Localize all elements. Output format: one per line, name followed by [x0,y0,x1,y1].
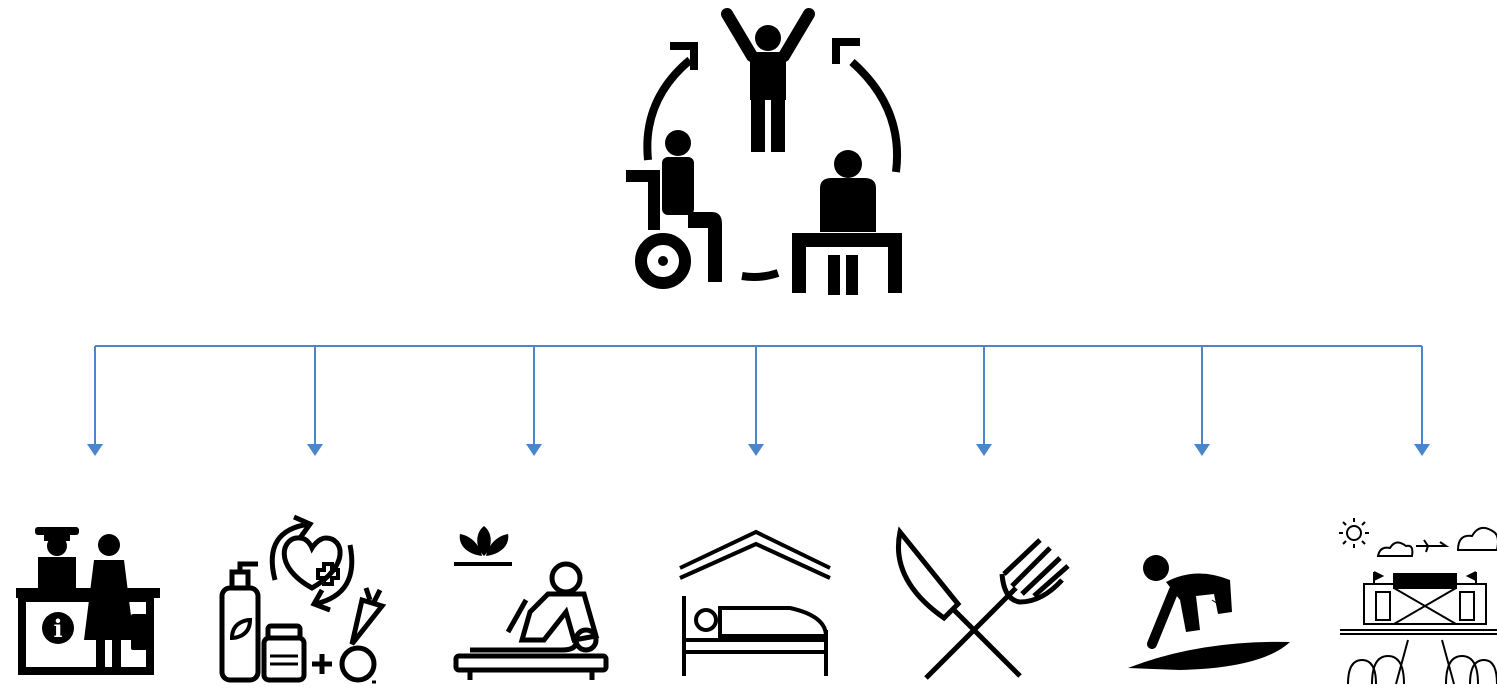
arrowhead-accommodation-bed [748,444,764,456]
connector-arrows [87,346,1430,456]
info-letter: i [53,614,62,643]
arrowhead-dining [976,444,992,456]
arrowhead-outdoor-festival-stage [1414,444,1430,456]
arrowhead-health-wellness [307,444,323,456]
information-desk-icon: i [16,527,160,674]
plane-icon [1416,540,1446,552]
standing-person-icon [727,14,809,152]
lotus-icon [454,526,512,566]
arrowhead-massage-therapy [526,444,542,456]
cloud-icon [1458,528,1497,550]
cloud-icon [1378,542,1412,556]
outdoor-festival-stage-icon [1339,518,1497,684]
inclusive-community-icon [626,14,902,295]
health-wellness-icon [222,517,382,682]
jar-icon [264,638,304,680]
arrowhead-surfing [1194,444,1210,456]
crowd-icon [1348,640,1497,684]
knife-icon [898,532,958,618]
accommodation-bed-icon [680,532,830,676]
officer-cap-icon [35,527,79,535]
seated-person-icon [792,150,902,295]
sleeper-head [696,610,716,630]
surfing-icon [1128,555,1290,670]
dining-icon [898,532,1068,678]
apple-icon [342,648,374,680]
surfer-head [1143,555,1169,581]
carrot-icon [352,600,382,644]
wheelchair-user-icon [626,130,722,283]
arrowhead-information-desk [87,444,103,456]
bottle-icon [222,588,258,680]
sun-icon [1339,518,1369,548]
roof-icon [680,532,830,568]
massage-therapy-icon [454,526,606,680]
fork-icon [926,540,1068,678]
therapist-head [552,564,580,592]
